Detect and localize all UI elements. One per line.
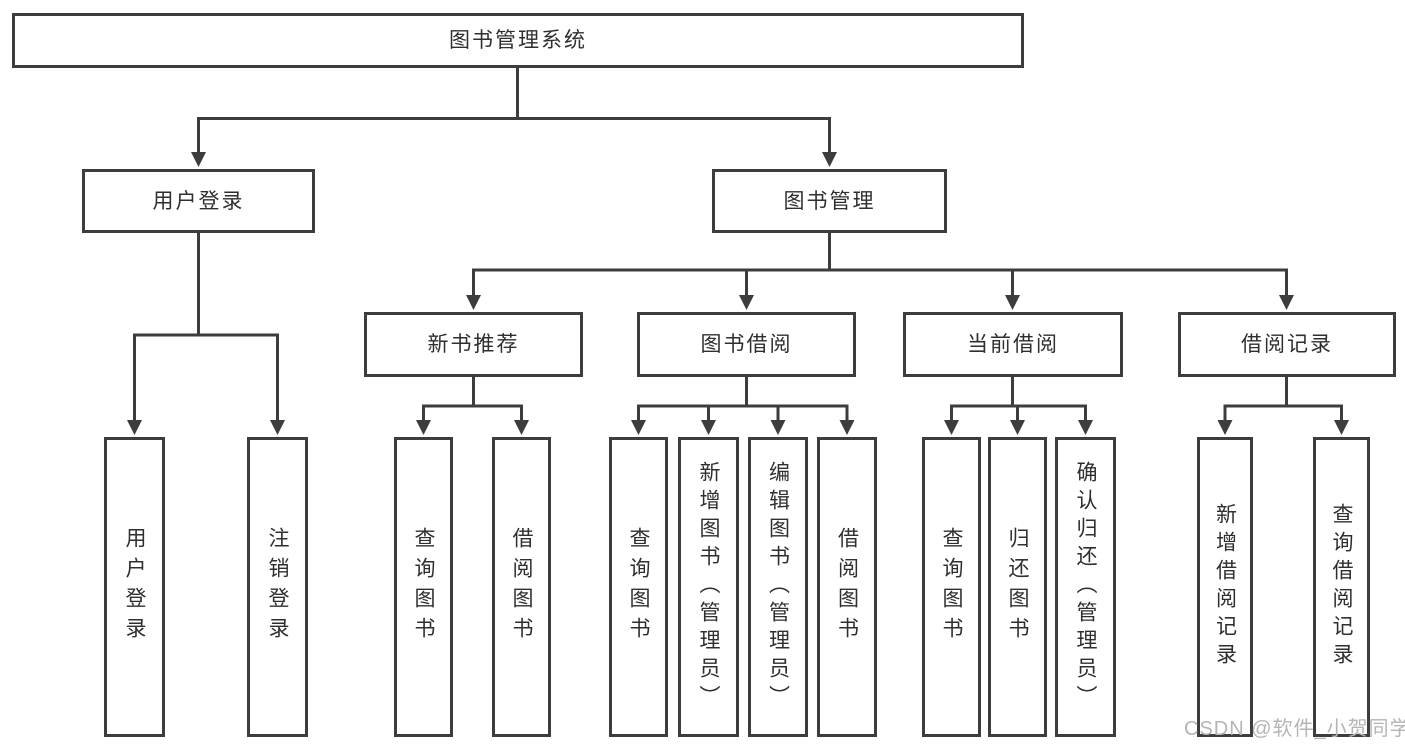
leaf-user-login-label: 用户登录 [123,527,146,647]
leaf-confirm-return-admin: 确认归还（管理员） [1055,437,1116,737]
leaf-confirm-return-admin-label: 确认归还（管理员） [1074,461,1097,713]
leaf-borrow-books-label: 借阅图书 [835,527,859,647]
leaf-edit-book-admin: 编辑图书（管理员） [748,437,808,737]
leaf-edit-book-admin-label: 编辑图书（管理员） [766,461,790,713]
leaf-query-books-recommend-label: 查询图书 [412,527,435,647]
leaf-query-books-recommend: 查询图书 [394,437,453,737]
leaf-return-book: 归还图书 [988,437,1047,737]
leaf-query-borrow-record: 查询借阅记录 [1313,437,1370,737]
node-book-borrow: 图书借阅 [637,312,856,377]
leaf-logout: 注销登录 [247,437,308,737]
node-current-borrow: 当前借阅 [903,312,1123,377]
node-user-login-label: 用户登录 [152,189,245,213]
leaf-query-books-borrow: 查询图书 [609,437,668,737]
leaf-add-borrow-record: 新增借阅记录 [1197,437,1253,737]
leaf-add-book-admin: 新增图书（管理员） [678,437,739,737]
leaf-query-books-borrow-label: 查询图书 [627,527,650,647]
leaf-query-books-current: 查询图书 [922,437,981,737]
leaf-query-borrow-record-label: 查询借阅记录 [1330,503,1353,671]
leaf-add-borrow-record-label: 新增借阅记录 [1213,503,1237,671]
node-root: 图书管理系统 [12,13,1024,68]
node-user-login: 用户登录 [82,169,315,233]
node-book-management: 图书管理 [712,169,947,233]
leaf-add-book-admin-label: 新增图书（管理员） [697,461,720,713]
node-new-book-recommend-label: 新书推荐 [427,333,520,356]
leaf-return-book-label: 归还图书 [1006,527,1029,647]
leaf-borrow-books-recommend: 借阅图书 [492,437,551,737]
watermark: CSDN @软件_小贺同学 [1184,718,1405,740]
node-root-label: 图书管理系统 [449,29,587,52]
node-book-management-label: 图书管理 [783,189,876,213]
leaf-logout-label: 注销登录 [266,527,289,647]
leaf-borrow-books-recommend-label: 借阅图书 [510,527,533,647]
node-borrow-record-label: 借阅记录 [1241,333,1333,356]
leaf-user-login: 用户登录 [104,437,165,737]
leaf-query-books-current-label: 查询图书 [940,527,963,647]
leaf-borrow-books: 借阅图书 [817,437,877,737]
node-new-book-recommend: 新书推荐 [364,312,583,377]
node-book-borrow-label: 图书借阅 [700,333,793,356]
node-current-borrow-label: 当前借阅 [967,333,1059,356]
node-borrow-record: 借阅记录 [1178,312,1396,377]
